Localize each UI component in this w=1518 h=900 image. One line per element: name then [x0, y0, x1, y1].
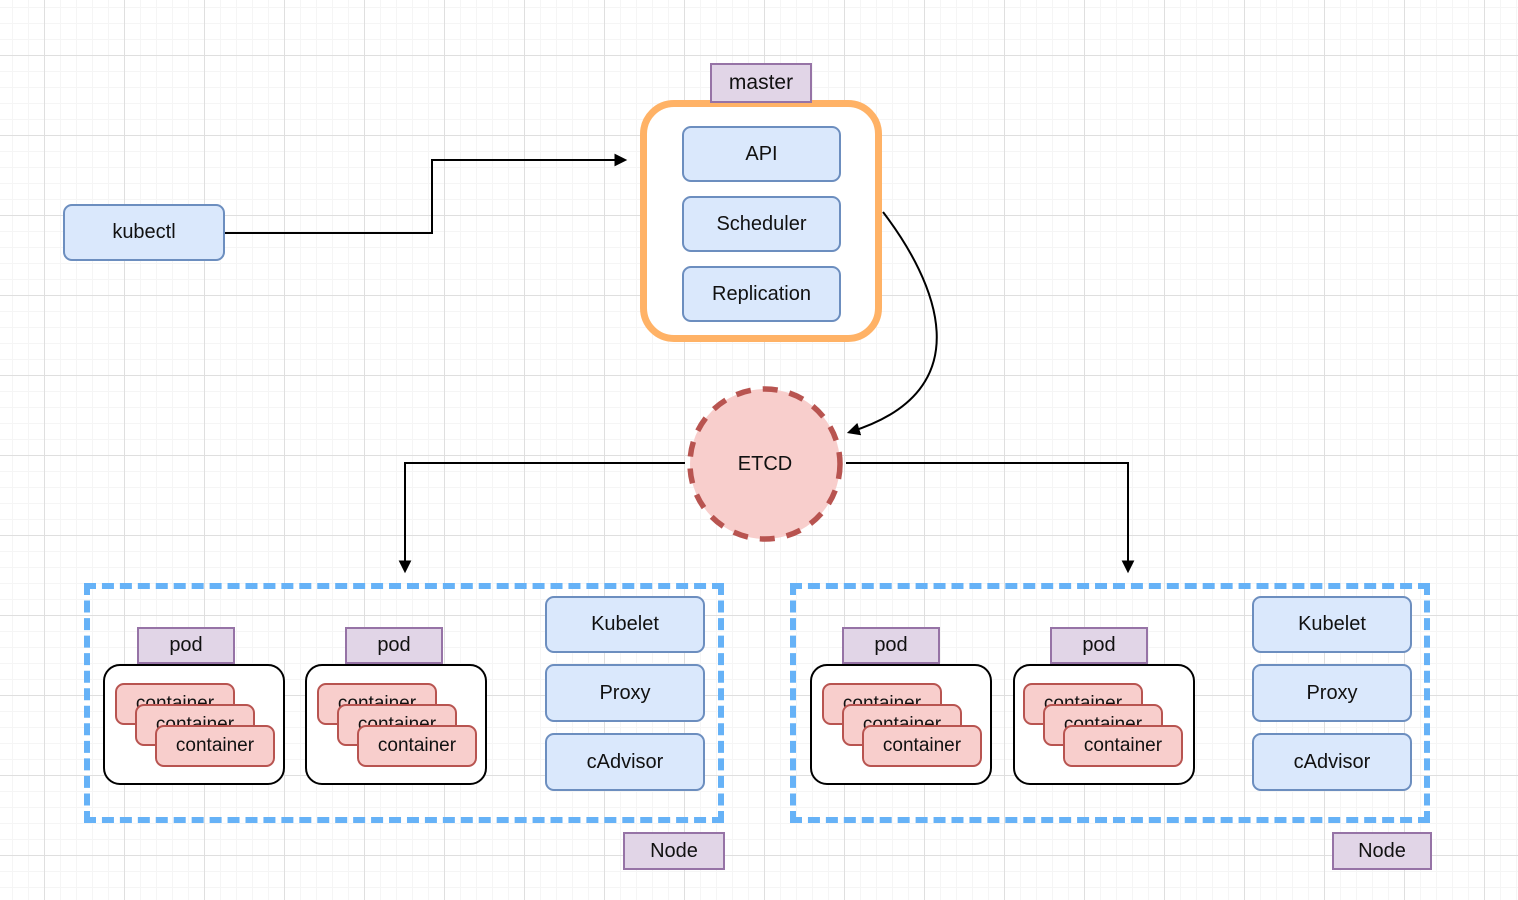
kubectl-label: kubectl [112, 221, 176, 243]
container-label: container [1083, 735, 1163, 756]
proxy-label: Proxy [1306, 681, 1358, 704]
pod-tag[interactable]: pod [345, 627, 443, 664]
etcd-circle [687, 386, 843, 542]
pod-label: pod [874, 634, 908, 656]
connector-kubectl-to-master[interactable] [225, 153, 628, 234]
connector-master-to-etcd[interactable] [846, 211, 938, 436]
pod-tag[interactable]: pod [1050, 627, 1148, 664]
scheduler-label: Scheduler [716, 212, 807, 235]
pod-tag[interactable]: pod [842, 627, 940, 664]
master-title-tag[interactable]: master [710, 63, 812, 103]
master-component-scheduler[interactable]: Scheduler [682, 196, 841, 252]
master-component-api[interactable]: API [682, 126, 841, 182]
container-chip[interactable]: container [155, 725, 275, 767]
cadvisor-label: cAdvisor [586, 750, 664, 773]
proxy-box[interactable]: Proxy [1252, 664, 1412, 722]
master-component-replication[interactable]: Replication [682, 266, 841, 322]
proxy-box[interactable]: Proxy [545, 664, 705, 722]
container-chip[interactable]: container [1063, 725, 1183, 767]
api-label: API [745, 142, 778, 165]
proxy-label: Proxy [599, 681, 651, 704]
node-label: Node [1358, 839, 1406, 862]
cadvisor-box[interactable]: cAdvisor [1252, 733, 1412, 791]
replication-label: Replication [712, 282, 811, 305]
pod-label: pod [169, 634, 203, 656]
node-tag[interactable]: Node [623, 832, 725, 870]
cadvisor-box[interactable]: cAdvisor [545, 733, 705, 791]
node-tag[interactable]: Node [1332, 832, 1432, 870]
kubelet-box[interactable]: Kubelet [1252, 596, 1412, 653]
connector-etcd-to-right-node[interactable] [846, 462, 1135, 574]
kubelet-label: Kubelet [1298, 613, 1366, 635]
container-label: container [377, 735, 457, 756]
cadvisor-label: cAdvisor [1293, 750, 1371, 773]
container-chip[interactable]: container [862, 725, 982, 767]
node-frame-right[interactable] [790, 583, 1430, 823]
pod-tag[interactable]: pod [137, 627, 235, 664]
node-frame-left[interactable] [84, 583, 724, 823]
pod-label: pod [377, 634, 411, 656]
master-title-label: master [728, 71, 794, 94]
container-label: container [175, 735, 255, 756]
kubectl-box[interactable]: kubectl [63, 204, 225, 261]
node-label: Node [650, 839, 698, 862]
kubelet-label: Kubelet [591, 613, 659, 635]
kubelet-box[interactable]: Kubelet [545, 596, 705, 653]
pod-label: pod [1082, 634, 1116, 656]
container-chip[interactable]: container [357, 725, 477, 767]
etcd-node[interactable]: ETCD [685, 384, 845, 544]
connector-etcd-to-left-node[interactable] [398, 462, 685, 574]
container-label: container [882, 735, 962, 756]
